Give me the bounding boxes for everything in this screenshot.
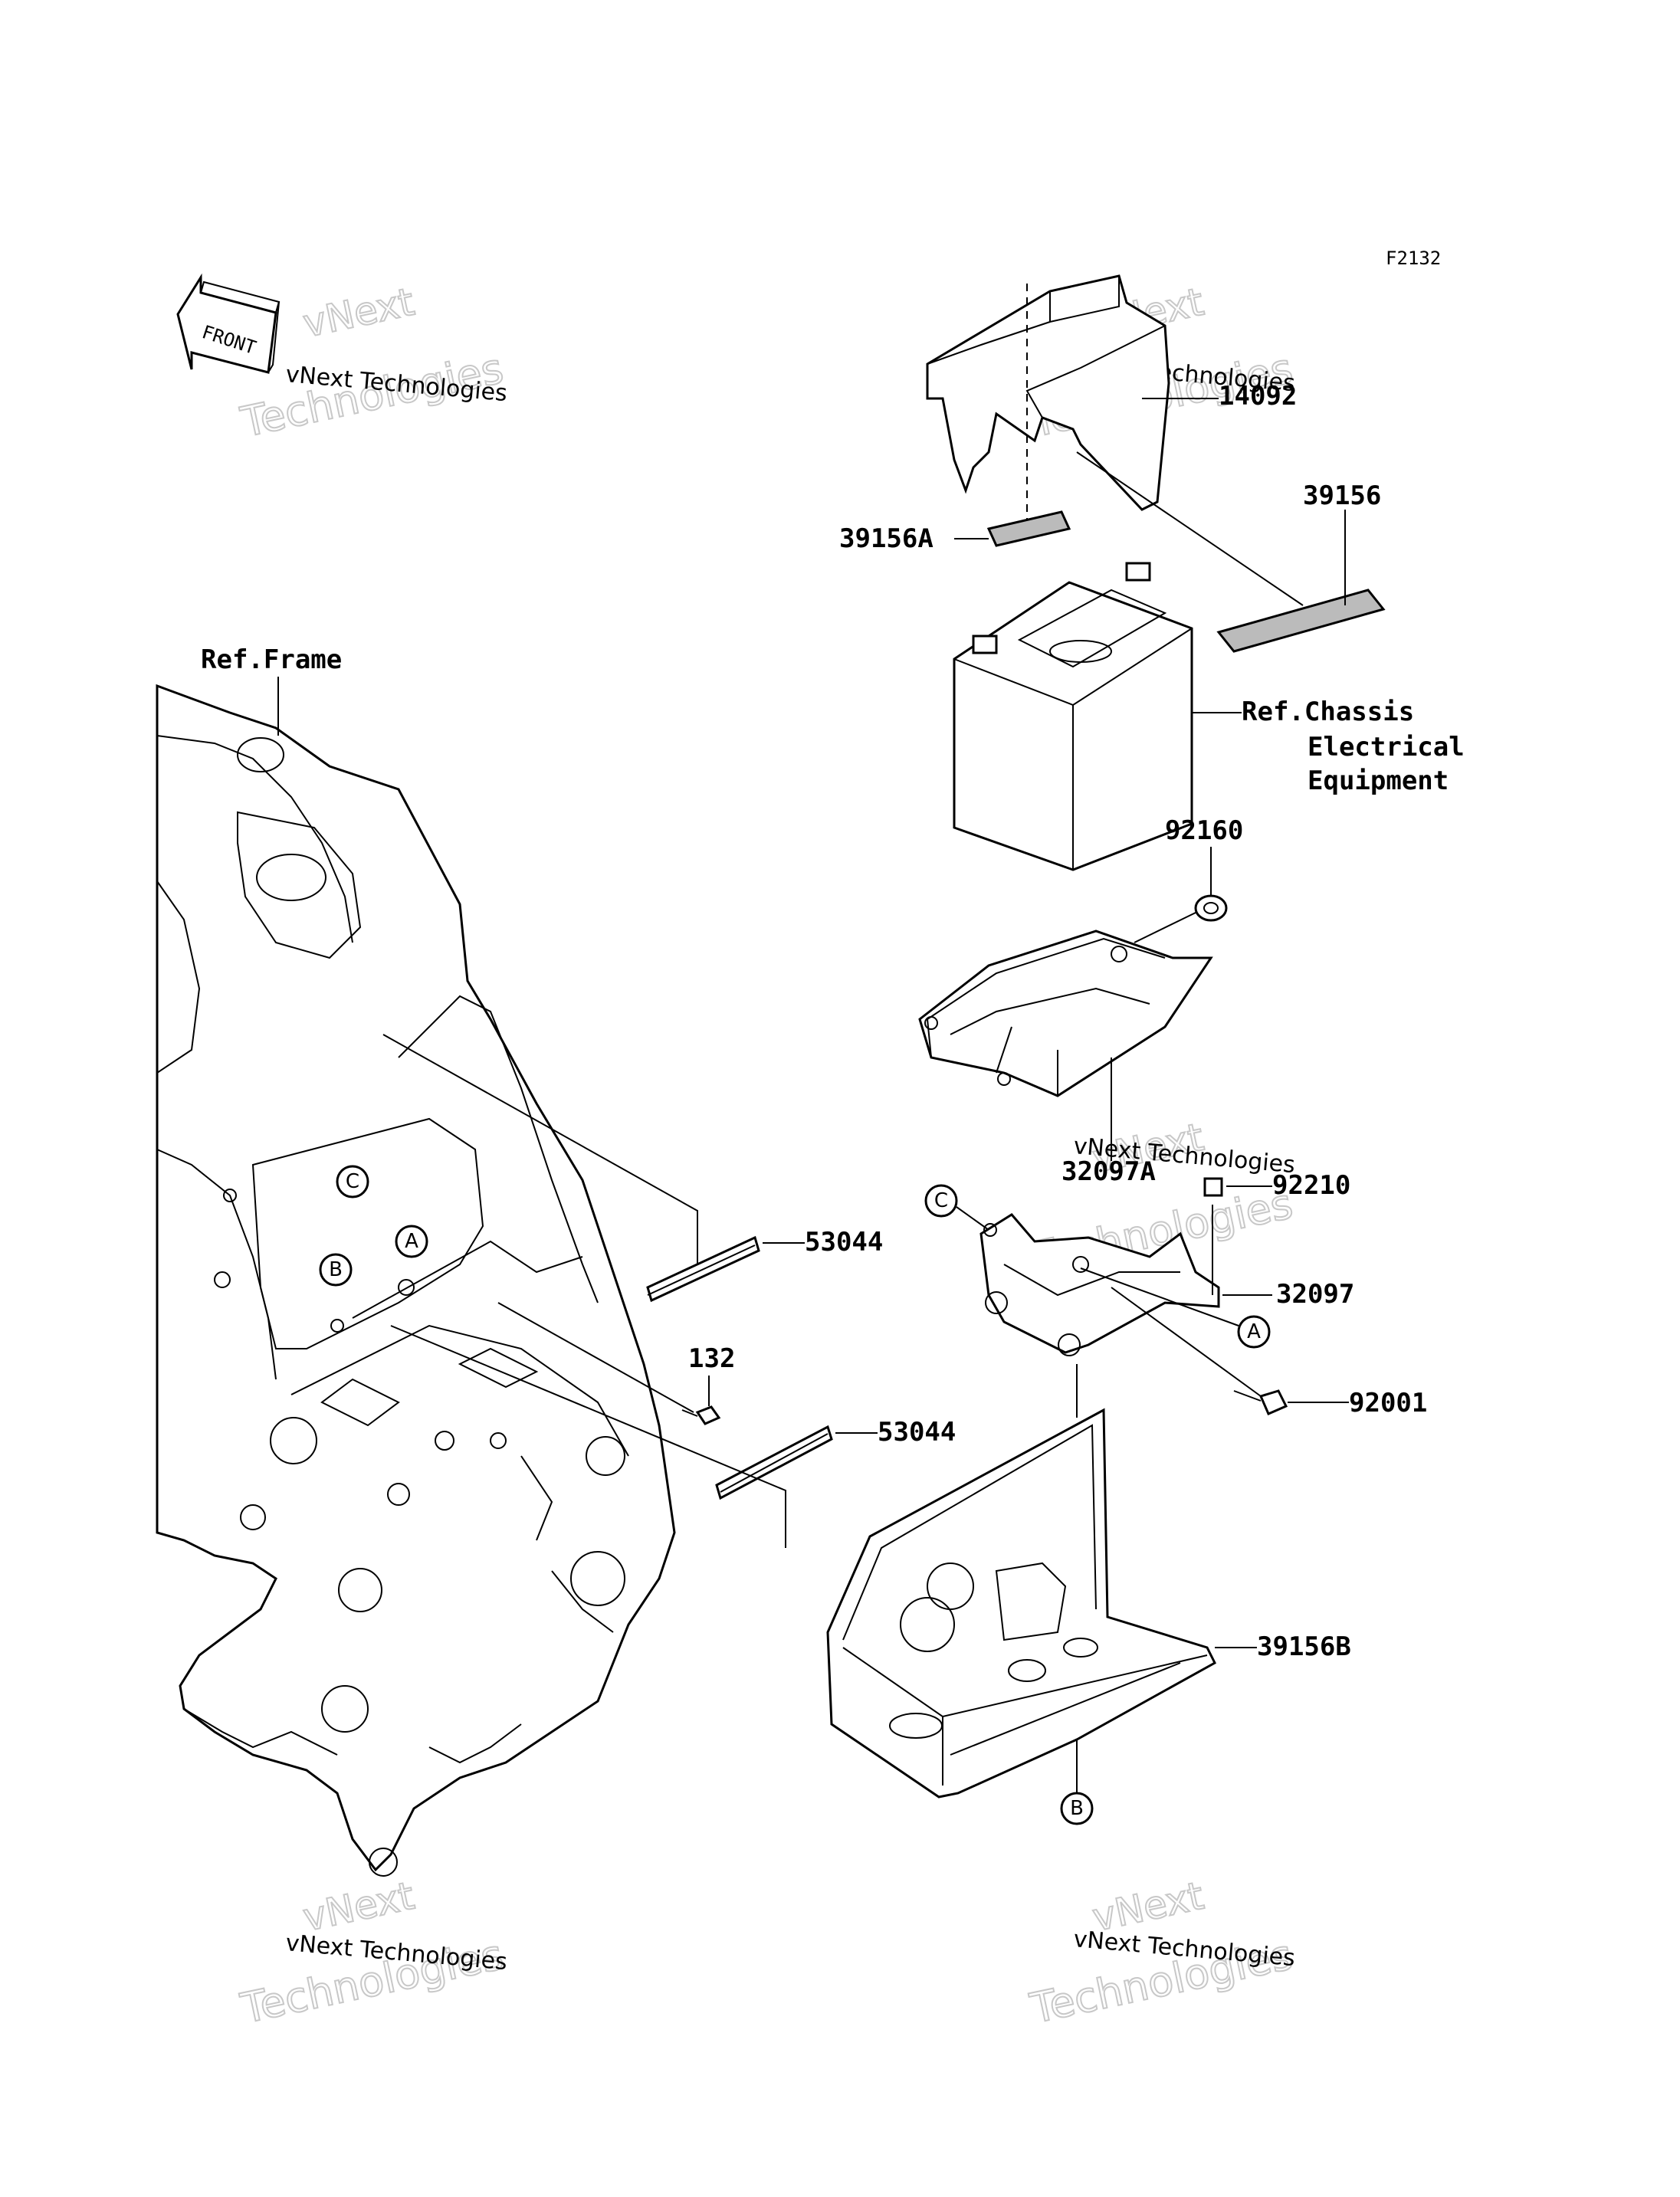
pad-39156A[interactable]	[986, 510, 1071, 547]
label-92001: 92001	[1349, 1388, 1427, 1418]
front-arrow-icon: FRONT	[176, 273, 281, 374]
svg-text:B: B	[1070, 1797, 1084, 1820]
battery-cover-14092[interactable]	[926, 274, 1170, 529]
svg-text:C: C	[934, 1189, 948, 1212]
bolt-132[interactable]	[681, 1405, 721, 1425]
watermark-bottom-left: vNext Technologies vNext Technologies	[236, 1873, 509, 2034]
label-ref-chassis-2: Electrical	[1308, 732, 1465, 762]
rubber-strip-53044-upper[interactable]	[646, 1235, 760, 1303]
svg-text:C: C	[346, 1170, 359, 1193]
label-39156B: 39156B	[1257, 1631, 1351, 1662]
svg-text:A: A	[405, 1230, 418, 1253]
svg-text:A: A	[1247, 1320, 1261, 1343]
leader-53044-upper-a	[382, 1034, 698, 1264]
label-92160: 92160	[1165, 815, 1243, 846]
leader-53044-lower-a	[390, 1325, 786, 1548]
callout-b-left: B	[319, 1253, 353, 1287]
leader-92001-b	[1111, 1287, 1262, 1397]
svg-text:B: B	[329, 1258, 343, 1281]
sheet-39156B[interactable]	[826, 1408, 1216, 1799]
leader-39156-a	[1076, 451, 1304, 606]
label-14092: 14092	[1219, 381, 1297, 412]
svg-text:vNext: vNext	[299, 1874, 418, 1940]
label-39156: 39156	[1303, 480, 1381, 511]
grommet-92160[interactable]	[1194, 894, 1228, 922]
callout-a-left: A	[395, 1225, 428, 1258]
battery	[953, 562, 1193, 871]
bracket-32097[interactable]	[979, 1213, 1220, 1356]
callout-b-right: B	[1060, 1724, 1094, 1825]
battery-tray-32097A[interactable]	[918, 930, 1213, 1097]
svg-text:vNext: vNext	[299, 280, 418, 346]
callout-c-left: C	[336, 1165, 369, 1199]
label-39156A: 39156A	[839, 523, 934, 554]
pad-39156[interactable]	[1216, 589, 1386, 653]
label-ref-chassis-3: Equipment	[1308, 766, 1449, 796]
frame	[156, 684, 676, 1877]
label-92210: 92210	[1272, 1170, 1350, 1201]
watermark-bottom-right: vNext Technologies vNext Technologies	[1025, 1873, 1298, 2034]
label-ref-chassis-1: Ref.Chassis	[1242, 697, 1414, 727]
diagram-code: F2132	[1386, 248, 1441, 269]
bolt-92001[interactable]	[1233, 1389, 1288, 1415]
leader-132-b	[497, 1302, 694, 1413]
label-132: 132	[688, 1343, 735, 1374]
label-53044-lower: 53044	[878, 1417, 956, 1448]
watermark-top-left: vNext Technologies vNext Technologies	[236, 279, 509, 448]
label-32097A: 32097A	[1061, 1156, 1156, 1187]
callout-a-right: A	[1080, 1267, 1271, 1349]
leader-92160-b	[1134, 911, 1198, 943]
clip-92210[interactable]	[1203, 1177, 1223, 1197]
rubber-strip-53044-lower[interactable]	[715, 1425, 833, 1500]
label-53044-upper: 53044	[805, 1227, 883, 1258]
label-ref-frame: Ref.Frame	[201, 644, 342, 675]
label-32097: 32097	[1276, 1279, 1354, 1310]
callout-c-right: C	[924, 1184, 989, 1231]
